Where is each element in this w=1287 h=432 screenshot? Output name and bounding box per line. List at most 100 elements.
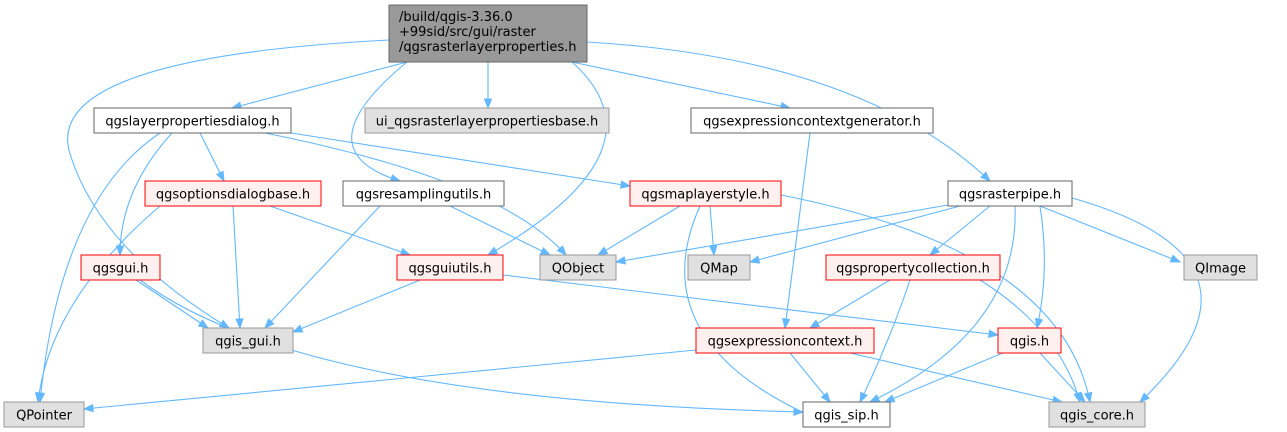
node-uibase: ui_qgsrasterlayerpropertiesbase.h bbox=[364, 107, 610, 134]
edge-line bbox=[502, 274, 999, 336]
node-resampling[interactable]: qgsresamplingutils.h bbox=[342, 180, 505, 207]
arrowhead-icon bbox=[539, 247, 552, 256]
edge-root-to-exprgen bbox=[571, 61, 792, 111]
arrowhead-icon bbox=[980, 171, 992, 182]
node-qgisgui: qgis_gui.h bbox=[202, 327, 294, 354]
node-label: qgsexpressioncontextgenerator.h bbox=[703, 115, 921, 130]
node-label: qgsguiutils.h bbox=[408, 262, 491, 277]
edge-rasterpipe-to-sip bbox=[868, 205, 1016, 403]
edge-optdlg-to-guiutils bbox=[269, 205, 412, 256]
node-exprctx[interactable]: qgsexpressioncontext.h bbox=[695, 327, 875, 354]
edge-resampling-to-qgisgui bbox=[264, 205, 381, 330]
arrowhead-icon bbox=[808, 319, 821, 329]
arrowhead-icon bbox=[988, 329, 1000, 339]
node-label: qgsrasterpipe.h bbox=[959, 188, 1061, 203]
node-qpointer: QPointer bbox=[3, 401, 85, 428]
node-optdlg[interactable]: qgsoptionsdialogbase.h bbox=[144, 180, 322, 207]
dependency-edges bbox=[34, 39, 1202, 419]
edge-line bbox=[39, 132, 161, 403]
node-label: qgsmaplayerstyle.h bbox=[641, 188, 769, 203]
edge-rasterpipe-to-core bbox=[1071, 197, 1202, 403]
edge-propcoll-to-exprctx bbox=[808, 279, 891, 329]
node-label: qgsexpressioncontext.h bbox=[708, 335, 863, 350]
node-box bbox=[80, 254, 161, 281]
edge-qgis-to-core bbox=[1039, 352, 1086, 404]
edge-qgsgui-to-sip bbox=[139, 279, 805, 417]
node-label: QImage bbox=[1195, 262, 1246, 277]
edge-line bbox=[139, 279, 804, 413]
arrowhead-icon bbox=[34, 392, 44, 404]
node-box bbox=[947, 180, 1073, 207]
node-sip[interactable]: qgis_sip.h bbox=[802, 401, 891, 428]
arrowhead-icon bbox=[218, 319, 231, 329]
node-mapstyle[interactable]: qgsmaplayerstyle.h bbox=[629, 180, 782, 207]
edge-line bbox=[37, 205, 161, 403]
edge-rasterpipe-to-qgis bbox=[1034, 205, 1045, 330]
node-label: qgspropertycollection.h bbox=[836, 262, 990, 277]
node-box bbox=[802, 401, 891, 428]
edge-mapstyle-to-qmap bbox=[709, 205, 718, 257]
node-box bbox=[1048, 401, 1146, 428]
node-core: qgis_core.h bbox=[1048, 401, 1146, 428]
arrowhead-icon bbox=[486, 246, 499, 256]
arrowhead-icon bbox=[782, 318, 791, 330]
node-qgsgui[interactable]: qgsgui.h bbox=[80, 254, 161, 281]
edge-line bbox=[586, 41, 991, 182]
node-label: qgslayerpropertiesdialog.h bbox=[105, 115, 279, 130]
edge-line bbox=[119, 132, 173, 256]
edge-line bbox=[290, 132, 631, 187]
node-qimage: QImage bbox=[1183, 254, 1258, 281]
edge-line bbox=[571, 61, 791, 109]
edge-layerprops-to-optdlg bbox=[199, 132, 225, 183]
node-qgis[interactable]: qgis.h bbox=[997, 327, 1062, 354]
edge-line bbox=[232, 205, 241, 329]
edge-root-to-uibase bbox=[483, 62, 493, 110]
arrowhead-icon bbox=[614, 256, 627, 265]
node-layerprops[interactable]: qgslayerpropertiesdialog.h bbox=[93, 107, 292, 134]
arrowhead-icon bbox=[291, 324, 304, 333]
node-label: QMap bbox=[700, 262, 738, 277]
arrowhead-icon bbox=[868, 394, 881, 403]
edge-mapstyle-to-sip bbox=[684, 205, 817, 419]
arrowhead-icon bbox=[215, 170, 225, 183]
edge-guiutils-to-qgis bbox=[502, 274, 1000, 339]
arrowhead-icon bbox=[235, 318, 244, 330]
edge-line bbox=[1039, 352, 1086, 403]
edge-optdlg-to-qpointer bbox=[34, 205, 161, 404]
edge-line bbox=[449, 205, 551, 256]
edge-line bbox=[83, 349, 697, 410]
arrowhead-icon bbox=[820, 391, 831, 404]
node-box bbox=[1183, 254, 1258, 281]
edge-root-to-rasterpipe bbox=[586, 41, 992, 182]
node-label: qgsgui.h bbox=[93, 262, 149, 277]
edge-line bbox=[1071, 197, 1202, 403]
arrowhead-icon bbox=[115, 245, 125, 257]
node-box bbox=[364, 107, 610, 134]
node-rasterpipe[interactable]: qgsrasterpipe.h bbox=[947, 180, 1073, 207]
node-guiutils[interactable]: qgsguiutils.h bbox=[396, 254, 504, 281]
edge-line bbox=[789, 352, 831, 403]
arrowhead-icon bbox=[1084, 391, 1093, 404]
node-propcoll[interactable]: qgspropertycollection.h bbox=[825, 254, 1001, 281]
node-root[interactable]: /build/qgis-3.36.0+99sid/src/gui/raster/… bbox=[388, 4, 588, 63]
node-exprgen[interactable]: qgsexpressioncontextgenerator.h bbox=[690, 107, 934, 134]
arrowhead-icon bbox=[748, 255, 761, 264]
node-box bbox=[695, 327, 875, 354]
node-box bbox=[825, 254, 1001, 281]
edge-guiutils-to-qgisgui bbox=[291, 279, 421, 333]
edge-line bbox=[749, 205, 961, 263]
node-label: qgis_core.h bbox=[1060, 409, 1134, 424]
edge-qgsgui-to-qgisgui bbox=[135, 279, 210, 329]
edge-rasterpipe-to-propcoll bbox=[928, 205, 991, 256]
edge-line bbox=[1036, 205, 1045, 329]
node-label: qgis_sip.h bbox=[814, 409, 878, 424]
arrowhead-icon bbox=[596, 246, 609, 256]
header-nodes: /build/qgis-3.36.0+99sid/src/gui/raster/… bbox=[3, 4, 1258, 428]
edge-layerprops-to-mapstyle bbox=[290, 132, 632, 189]
arrowhead-icon bbox=[264, 318, 275, 330]
arrowhead-icon bbox=[399, 247, 412, 256]
node-box bbox=[93, 107, 292, 134]
node-box bbox=[144, 180, 322, 207]
node-box bbox=[687, 254, 751, 281]
